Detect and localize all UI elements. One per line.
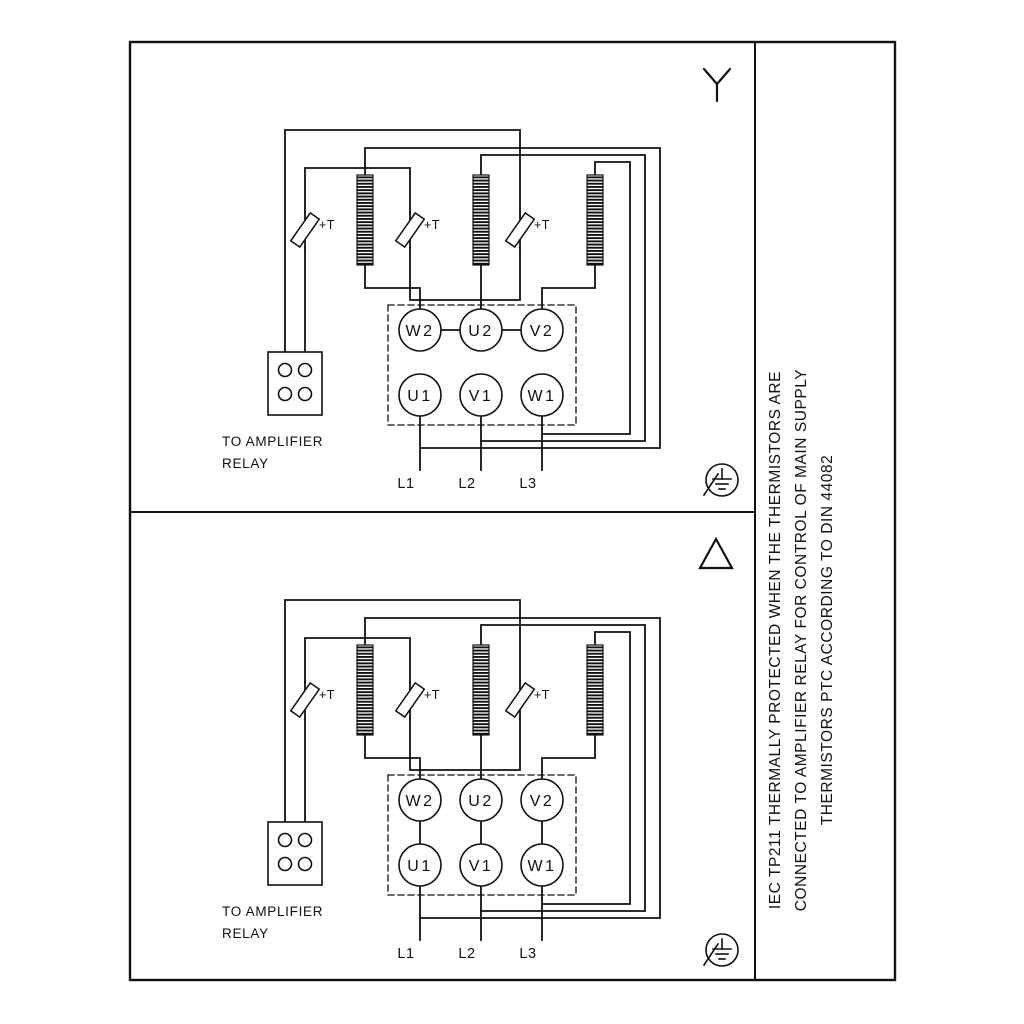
supply-label-l3: L3 [519, 946, 536, 962]
relay-caption-line1: TO AMPLIFIER [222, 434, 323, 449]
thermistor-label: +T [534, 688, 550, 702]
delta-jumper-links [419, 821, 543, 844]
sidebar-note-line-1: IEC TP211 THERMALLY PROTECTED WHEN THE T… [767, 371, 784, 909]
delta-symbol-icon [698, 537, 734, 570]
supply-label-l1: L1 [397, 946, 414, 962]
supply-label-l2: L2 [458, 946, 475, 962]
terminal-label-w1: W1 [528, 858, 557, 875]
supply-label-l3: L3 [519, 476, 536, 492]
terminal-label-v2: V2 [530, 323, 555, 340]
terminal-label-w1: W1 [528, 388, 557, 405]
sidebar-note-line-3: THERMISTORS PTC ACCORDING TO DIN 44082 [819, 455, 836, 826]
relay-caption-line1: TO AMPLIFIER [222, 904, 323, 919]
thermistor-label: +T [319, 218, 335, 232]
terminal-label-u2: U2 [468, 323, 493, 340]
thermistor-label: +T [424, 688, 440, 702]
thermistor-label: +T [534, 218, 550, 232]
thermistor-label: +T [424, 218, 440, 232]
star-panel-wiring [267, 129, 739, 497]
terminal-label-u2: U2 [468, 793, 493, 810]
relay-caption-line2: RELAY [222, 926, 269, 941]
supply-label-l2: L2 [458, 476, 475, 492]
sidebar-note-line-2: CONNECTED TO AMPLIFIER RELAY FOR CONTROL… [793, 369, 810, 911]
relay-caption-line2: RELAY [222, 456, 269, 471]
terminal-label-u1: U1 [407, 858, 432, 875]
supply-label-l1: L1 [397, 476, 414, 492]
delta-panel-wiring [267, 599, 739, 967]
terminal-label-w2: W2 [406, 793, 435, 810]
delta-connection-panel: W2 U2 V2 U1 V1 W1 +T +T +T TO AMPLIFIER … [222, 537, 739, 967]
terminal-label-v1: V1 [469, 388, 494, 405]
thermistor-label: +T [319, 688, 335, 702]
terminal-label-u1: U1 [407, 388, 432, 405]
sidebar-note: IEC TP211 THERMALLY PROTECTED WHEN THE T… [767, 369, 836, 911]
terminal-label-v1: V1 [469, 858, 494, 875]
terminal-label-v2: V2 [530, 793, 555, 810]
star-symbol-icon [702, 67, 732, 103]
star-connection-panel: W2 U2 V2 U1 V1 W1 +T +T +T TO AMPLIFIER … [222, 67, 739, 497]
terminal-label-w2: W2 [406, 323, 435, 340]
